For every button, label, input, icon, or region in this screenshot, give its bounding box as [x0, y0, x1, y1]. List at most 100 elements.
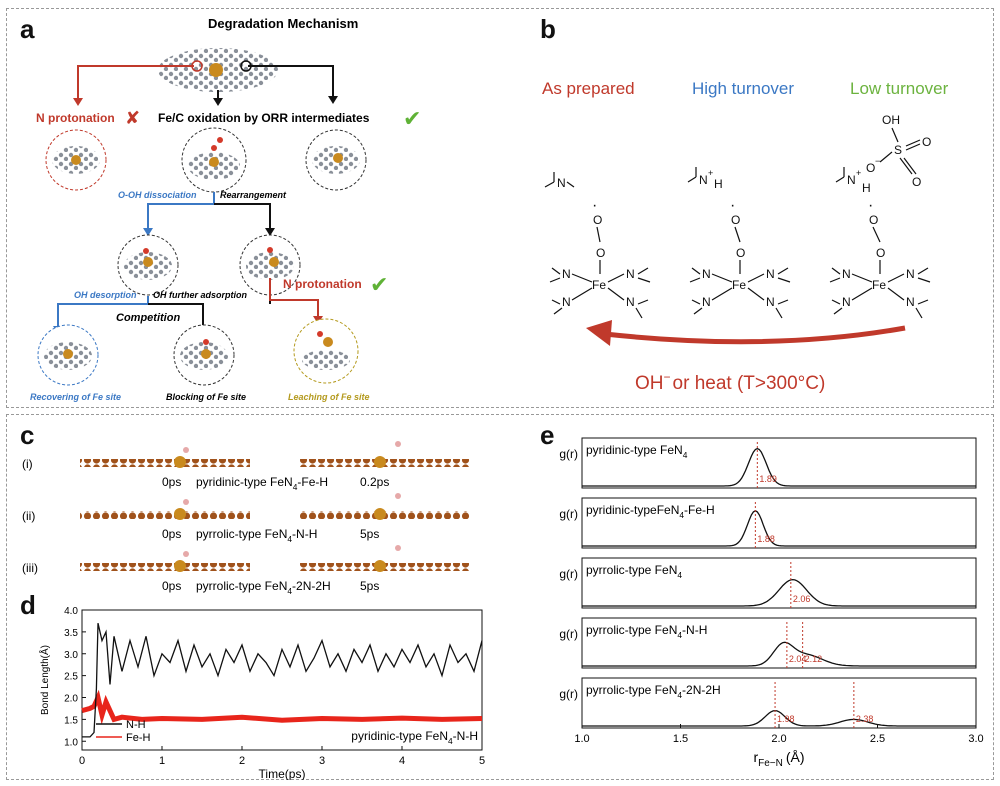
x-tick-label: 4 — [399, 755, 405, 767]
series-line-Fe-H — [81, 689, 483, 725]
gr-chart: g(r)pyridinic-type FeN41.89g(r)pyridinic… — [559, 437, 984, 769]
x-tick-label: 1 — [159, 755, 165, 767]
rearrangement-label: Rearrangement — [220, 190, 287, 200]
gr-row-label: pyrrolic-type FeN4-N-H — [586, 623, 707, 640]
panel-b-figure: As prepared High turnover Low turnover N… — [542, 79, 949, 394]
row-label: pyrrolic-type FeN4-2N-2H — [196, 579, 331, 596]
y-tick-label: 3.5 — [64, 628, 78, 639]
cross-mark: ✘ — [125, 108, 140, 128]
gr-curve — [582, 510, 976, 547]
peak-value: 1.89 — [759, 474, 777, 484]
black-branch-arrow — [248, 65, 334, 98]
time-end: 0.2ps — [360, 475, 389, 489]
y-tick-label: 4.0 — [64, 606, 78, 617]
gr-row-label: pyrrolic-type FeN4 — [586, 563, 682, 580]
x-tick-label: 1.0 — [574, 733, 589, 745]
h-atom — [395, 545, 401, 551]
panel-c-letter: c — [20, 420, 35, 450]
panel-d-letter: d — [20, 590, 36, 620]
gr-row-label: pyridinic-type FeN4 — [586, 443, 688, 460]
top-fe-atom — [209, 63, 223, 77]
time-start: 0ps — [162, 527, 181, 541]
x-tick-label: 2.0 — [771, 733, 786, 745]
oh-desorption-label: OH desorption — [74, 290, 137, 300]
y-axis-label: Bond Length(Å) — [38, 645, 51, 715]
peak-value: 1.98 — [777, 714, 795, 724]
gr-row-frame — [581, 437, 977, 489]
svg-text:N: N — [626, 267, 635, 281]
gr-curve — [582, 578, 976, 607]
panel-c-figure: (i) 0ps pyridinic-type FeN4-Fe-H 0.2ps (ii) 0… — [22, 441, 470, 596]
svg-text:N: N — [906, 267, 915, 281]
row-roman-label: (iii) — [22, 561, 38, 575]
x-tick-label: 0 — [79, 755, 85, 767]
n-protonation-label-2: N protonation — [283, 277, 362, 291]
svg-text:O: O — [922, 135, 931, 149]
recovering-label: Recovering of Fe site — [30, 392, 121, 402]
gr-row-frame — [581, 617, 977, 669]
x-tick-label: 2.5 — [870, 733, 885, 745]
svg-text:·: · — [868, 197, 873, 214]
x-tick-label: 1.5 — [673, 733, 688, 745]
gr-curve — [582, 447, 976, 487]
y-tick-label: 1.5 — [64, 715, 78, 726]
h-atom — [183, 551, 189, 557]
row-roman-label: (ii) — [22, 509, 35, 523]
chain-left — [80, 459, 250, 467]
top-panel-frame — [6, 8, 994, 408]
svg-text:N: N — [842, 295, 851, 309]
x-axis-label: rFe−N(Å) — [753, 749, 804, 769]
gr-ylabel: g(r) — [559, 627, 578, 641]
y-tick-label: 2.0 — [64, 694, 78, 705]
svg-text:+: + — [708, 168, 713, 178]
svg-text:O: O — [731, 213, 740, 227]
svg-text:N: N — [847, 173, 856, 187]
svg-text:N: N — [626, 295, 635, 309]
red-branch-arrow — [77, 65, 194, 100]
panel-a-figure: Degradation Mechanism N protonation ✘ Fe… — [30, 16, 421, 402]
row-label: pyrrolic-type FeN4-N-H — [196, 527, 317, 544]
oh-further-label: OH further adsorption — [153, 290, 248, 300]
x-tick-label: 3.0 — [968, 733, 983, 745]
high-turnover-label: High turnover — [692, 79, 794, 98]
blocking-label: Blocking of Fe site — [166, 392, 246, 402]
time-start: 0ps — [162, 579, 181, 593]
row-label: pyridinic-type FeN4-Fe-H — [196, 475, 328, 492]
svg-text:N: N — [766, 267, 775, 281]
n-protonation-label-1: N protonation — [36, 111, 115, 125]
gr-curve — [582, 641, 976, 667]
svg-text:S: S — [894, 143, 902, 157]
row-roman-label: (i) — [22, 457, 33, 471]
y-tick-label: 1.0 — [64, 737, 78, 748]
leaching-label: Leaching of Fe site — [288, 392, 370, 402]
o-oh-dissociation-label: O-OH dissociation — [118, 190, 197, 200]
fe-atom — [374, 508, 386, 520]
svg-text:N: N — [562, 267, 571, 281]
fec-oxidation-label: Fe/C oxidation by ORR intermediates — [158, 111, 370, 125]
check-mark-1: ✔ — [403, 106, 421, 131]
svg-text:O: O — [876, 246, 885, 260]
fe-atom — [374, 560, 386, 572]
svg-text:N: N — [702, 295, 711, 309]
svg-text:·: · — [592, 197, 597, 214]
as-prepared-label: As prepared — [542, 79, 635, 98]
svg-text:Fe: Fe — [872, 278, 886, 292]
panel-c-rows: (i) 0ps pyridinic-type FeN4-Fe-H 0.2ps (ii) 0… — [22, 441, 470, 596]
panel-b-letter: b — [540, 14, 556, 44]
fe-atom — [174, 508, 186, 520]
plot-frame — [81, 609, 483, 751]
svg-text:O: O — [736, 246, 745, 260]
legend-label: N-H — [126, 719, 146, 731]
x-tick-label: 3 — [319, 755, 325, 767]
svg-text:O: O — [596, 246, 605, 260]
gr-row-label: pyrrolic-type FeN4-2N-2H — [586, 683, 721, 700]
x-tick-label: 2 — [239, 755, 245, 767]
h-atom — [395, 441, 401, 447]
svg-text:+: + — [856, 168, 861, 178]
gr-curve — [582, 709, 976, 727]
gr-ylabel: g(r) — [559, 567, 578, 581]
time-start: 0ps — [162, 475, 181, 489]
